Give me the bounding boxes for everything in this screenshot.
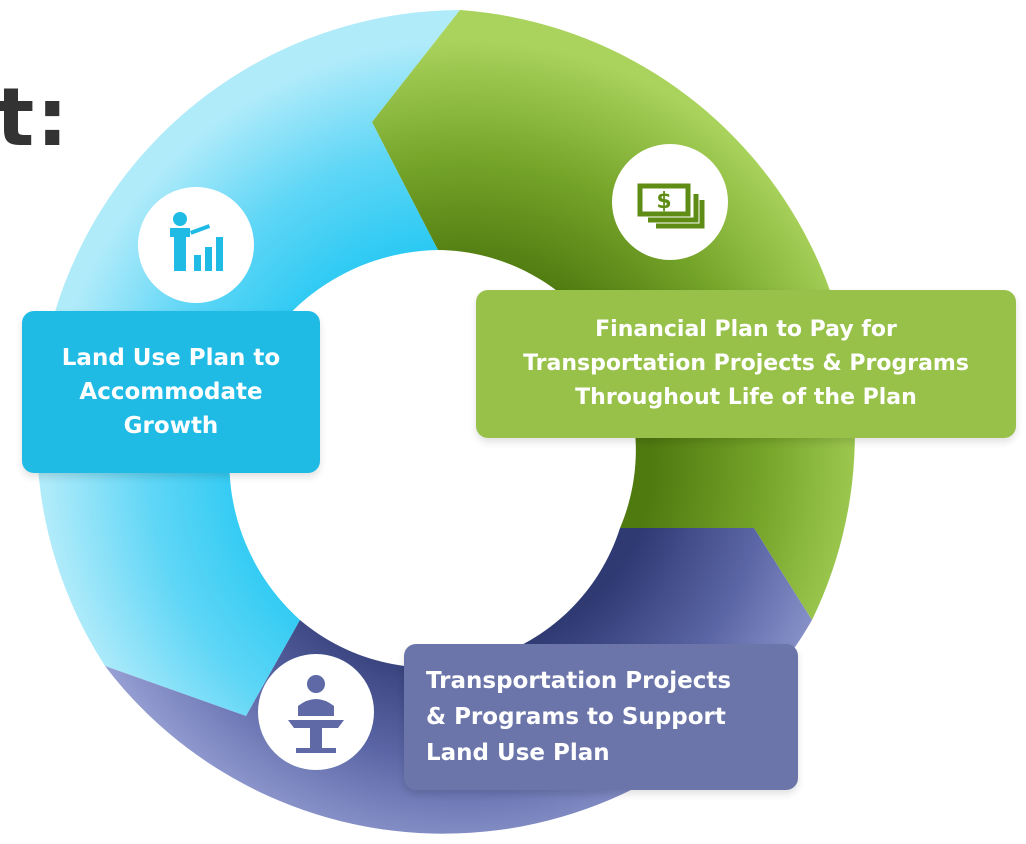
label-financial: Financial Plan to Pay for Transportation…: [476, 290, 1016, 438]
svg-text:$: $: [656, 189, 671, 214]
speaker-podium-icon: [258, 654, 374, 770]
label-transportation-text: Transportation Projects & Programs to Su…: [426, 668, 732, 766]
money-icon: $: [612, 144, 728, 260]
label-land-use-text: Land Use Plan to Accommodate Growth: [61, 345, 281, 439]
heading-fragment: t:: [0, 71, 71, 164]
presenter-chart-icon: [138, 187, 254, 303]
label-transportation: Transportation Projects & Programs to Su…: [404, 644, 798, 790]
label-financial-text: Financial Plan to Pay for Transportation…: [523, 317, 969, 410]
label-land-use: Land Use Plan to Accommodate Growth: [22, 311, 320, 473]
